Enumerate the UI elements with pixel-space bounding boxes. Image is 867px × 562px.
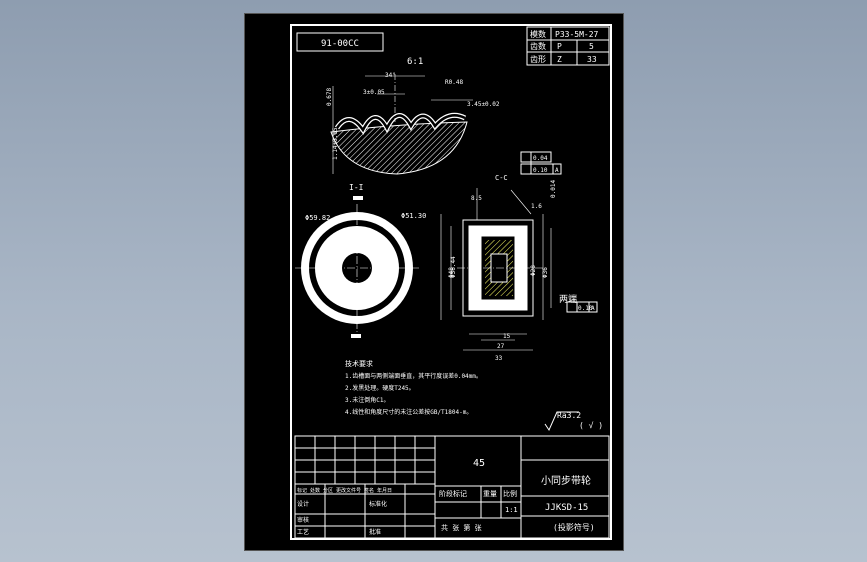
dim-len-2: 15: [503, 333, 511, 340]
dim-tooth-w: 3.45±0.02: [467, 101, 500, 108]
dim-tooth-d1: 3±0.05: [363, 89, 385, 96]
scale-value: 1:1: [505, 506, 518, 514]
check-label: 审核: [297, 516, 309, 524]
tol-2: 0.10: [533, 167, 548, 174]
param-sym-3: Z: [557, 55, 562, 64]
notes-line-1: 1.齿槽面与两侧端面垂直，其平行度误差0.04mm。: [345, 372, 482, 380]
title-block: [294, 435, 610, 539]
scale-label-tb: 比例: [503, 489, 517, 498]
side-note: 两端: [559, 293, 577, 305]
datum-2: A: [591, 305, 595, 312]
param-table: [526, 26, 610, 66]
param-sym-1: P33-5M-27: [555, 30, 599, 39]
param-val-3: 33: [587, 55, 597, 64]
drawing-number: JJKSD-15: [545, 503, 588, 513]
sheet-count: 共 张 第 张: [441, 523, 482, 532]
dim-dia-4: Φ28: [530, 265, 537, 276]
dim-dia-1: Φ56.44: [450, 256, 457, 278]
notes-line-2: 2.发黑处理。硬度T245。: [345, 384, 415, 392]
dim-dia-2: Φ48: [448, 267, 455, 278]
tol-1: 0.04: [533, 155, 548, 162]
roughness-check: ( √ ): [579, 421, 603, 430]
scale-label: 6:1: [407, 57, 423, 67]
dim-dia-3: Φ28: [474, 265, 481, 276]
design-label: 设计: [297, 500, 309, 508]
craft-label: 工艺: [297, 528, 309, 536]
section-cc-label: C-C: [495, 174, 508, 182]
company-label: (投影符号): [553, 522, 595, 532]
notes-title: 技术要求: [345, 359, 373, 368]
stage-label: 阶段标记: [439, 489, 467, 498]
std-label: 标准化: [369, 500, 387, 508]
dim-tooth-r1: R0.48: [445, 79, 463, 86]
dim-od-tooth: Φ51.30: [401, 212, 426, 220]
drawing-frame: [290, 24, 612, 540]
dim-od-front: Φ59.82: [305, 214, 330, 222]
code-box-text: 91-00CC: [321, 39, 359, 49]
dim-len-1: 8.5: [471, 195, 482, 202]
weight-label: 重量: [483, 490, 497, 498]
notes-line-4: 4.线性和角度尺寸的未注公差按GB/T1804-m。: [345, 408, 472, 416]
dim-small-1: 1.6: [531, 203, 542, 210]
material-label: 45: [473, 458, 485, 469]
notes-line-3: 3.未注倒角C1。: [345, 396, 389, 404]
roughness-value: Ra3.2: [557, 411, 581, 420]
param-label-2: 齿数: [530, 41, 546, 51]
section-a-label: I-I: [349, 183, 364, 192]
approve-label: 批准: [369, 528, 381, 536]
dim-tooth-angle: 34°: [385, 72, 396, 79]
roughness-symbol: [544, 411, 579, 432]
dim-tooth-d2: 1.14±0.05: [332, 127, 339, 160]
datum-1: A: [555, 167, 559, 174]
part-name: 小同步带轮: [541, 474, 591, 487]
dim-small-2: 0.014: [550, 180, 557, 198]
tooth-profile-detail: [330, 74, 473, 175]
param-label-1: 模数: [530, 29, 546, 39]
dim-len-4: 33: [495, 355, 503, 362]
front-view: [295, 196, 419, 338]
dim-tooth-h: 0.678: [326, 88, 333, 106]
section-view: [440, 188, 552, 351]
param-label-3: 齿形: [530, 55, 546, 64]
param-sym-2: P: [557, 42, 562, 51]
revision-header: 标记 处数 分区 更改文件号 签名 年月日: [297, 487, 392, 494]
param-val-2: 5: [589, 42, 594, 51]
drawing-sheet: 91-00CC 模数 P33-5M-27 齿数 P 5 齿形 Z 33 6:: [244, 13, 624, 551]
cad-drawing: 91-00CC 模数 P33-5M-27 齿数 P 5 齿形 Z 33 6:: [290, 24, 612, 540]
dim-len-3: 27: [497, 343, 505, 350]
dim-dia-5: Φ36: [542, 267, 549, 278]
code-box: 91-00CC: [296, 32, 384, 52]
tol-3: 0.10: [578, 305, 593, 312]
tolerance-frames: [520, 151, 598, 313]
